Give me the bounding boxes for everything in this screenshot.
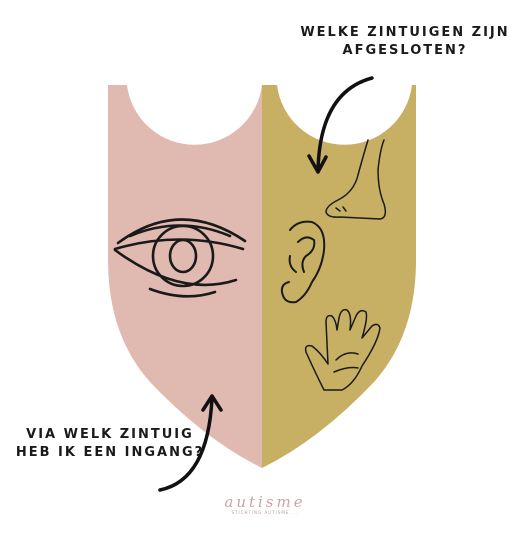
logo-subtitle: STICHTING AUTISME ... xyxy=(231,510,299,515)
question-bottom-line2: HEB IK EEN INGANG? xyxy=(15,445,205,460)
arrow-top xyxy=(307,76,374,174)
logo-text: autisme xyxy=(224,493,306,511)
question-top: WELKE ZINTUIGEN ZIJN AFGESLOTEN? xyxy=(300,24,510,60)
question-bottom: VIA WELK ZINTUIG HEB IK EEN INGANG? xyxy=(10,426,210,462)
hand-icon xyxy=(304,308,381,391)
question-top-line2: AFGESLOTEN? xyxy=(342,43,468,58)
question-bottom-line1: VIA WELK ZINTUIG xyxy=(26,427,194,442)
eye-icon xyxy=(113,218,247,298)
shield-right-half xyxy=(262,85,416,468)
brand-logo: autisme STICHTING AUTISME ... xyxy=(205,494,325,515)
shield-left-half xyxy=(108,85,262,468)
question-top-line1: WELKE ZINTUIGEN ZIJN xyxy=(300,25,510,40)
ear-icon xyxy=(280,220,326,304)
foot-icon xyxy=(325,139,387,220)
arrow-bottom xyxy=(158,394,223,492)
